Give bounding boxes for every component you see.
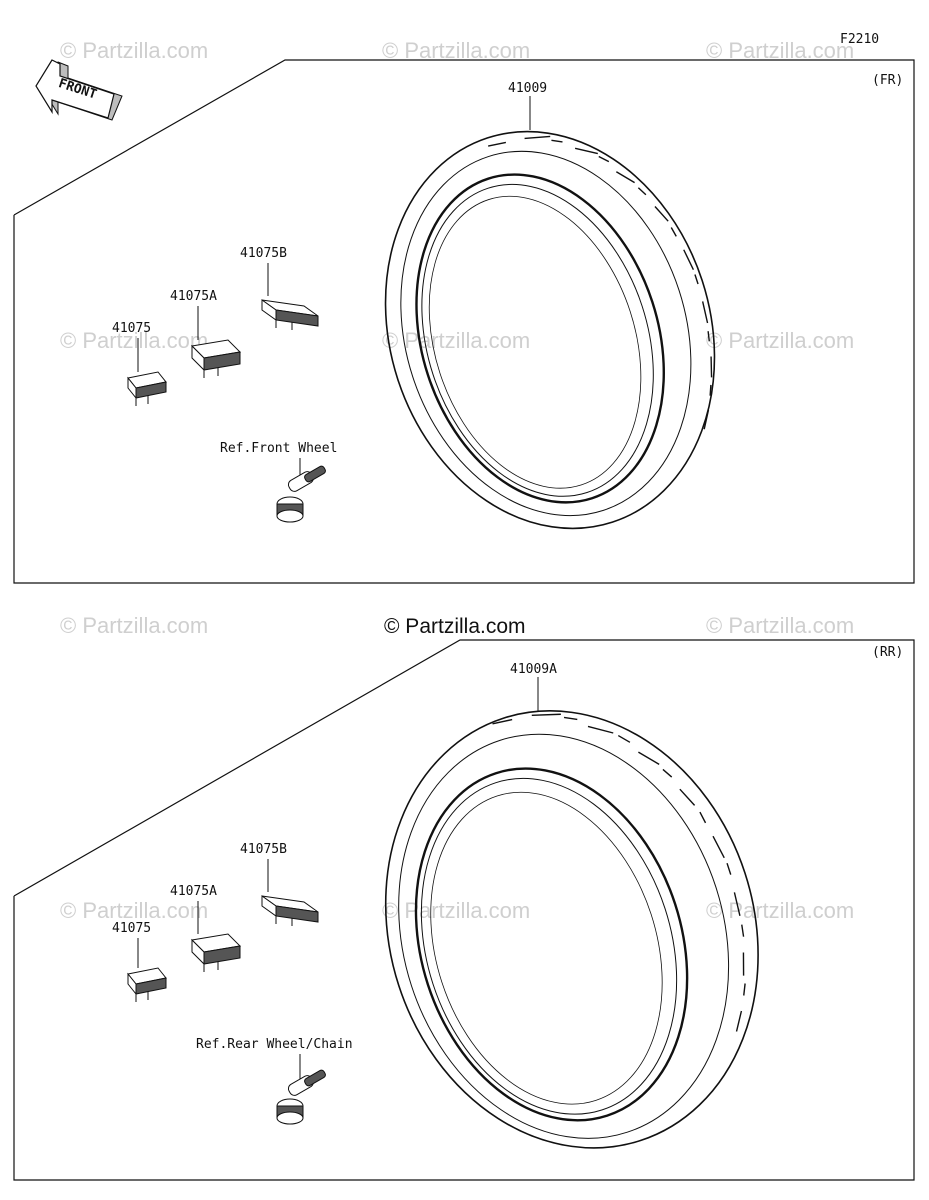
- weight-label: 41075B: [240, 246, 287, 261]
- rear-tire: [384, 710, 759, 1149]
- watermark: © Partzilla.com: [706, 898, 854, 923]
- front-weight-41075A: 41075A: [170, 289, 242, 378]
- watermark: © Partzilla.com: [60, 38, 208, 63]
- front-tag: (FR): [872, 73, 903, 88]
- rear-weight-41075: 41075: [112, 921, 167, 1002]
- weight-label: 41075: [112, 921, 151, 936]
- weight-label: 41075A: [170, 884, 217, 899]
- rear-valve-ref: Ref.Rear Wheel/Chain: [196, 1037, 353, 1052]
- front-weight-41075: 41075: [112, 321, 167, 406]
- watermark: © Partzilla.com: [382, 898, 530, 923]
- front-tire: [384, 130, 716, 530]
- rear-frame: [13, 639, 915, 1181]
- front-frame: [13, 59, 915, 584]
- weight-label: 41075B: [240, 842, 287, 857]
- rear-section: (RR) 41009A 41075 41075A: [13, 639, 915, 1181]
- rear-valve-icon: [276, 1069, 326, 1125]
- front-tire-label: 41009: [508, 81, 547, 96]
- watermark: © Partzilla.com: [382, 38, 530, 63]
- front-weight-41075B: 41075B: [240, 246, 319, 330]
- watermark: © Partzilla.com: [382, 328, 530, 353]
- front-valve-icon: [276, 465, 326, 523]
- front-arrow-icon: FRONT: [35, 59, 123, 121]
- watermark: © Partzilla.com: [60, 613, 208, 638]
- watermark: © Partzilla.com: [706, 613, 854, 638]
- weight-label: 41075A: [170, 289, 217, 304]
- rear-weight-41075A: 41075A: [170, 884, 242, 972]
- watermark: © Partzilla.com: [706, 328, 854, 353]
- rear-tag: (RR): [872, 645, 903, 660]
- diagram-code: F2210: [840, 32, 879, 47]
- front-section: (FR) 41009 41075 41075A: [13, 59, 915, 584]
- watermarks: © Partzilla.com © Partzilla.com © Partzi…: [60, 38, 854, 923]
- front-valve-ref: Ref.Front Wheel: [220, 441, 337, 456]
- watermark: © Partzilla.com: [60, 898, 208, 923]
- main-watermark: © Partzilla.com: [384, 615, 526, 638]
- weight-label: 41075: [112, 321, 151, 336]
- rear-weight-41075B: 41075B: [240, 842, 319, 926]
- watermark: © Partzilla.com: [60, 328, 208, 353]
- rear-tire-label: 41009A: [510, 662, 557, 677]
- watermark: © Partzilla.com: [706, 38, 854, 63]
